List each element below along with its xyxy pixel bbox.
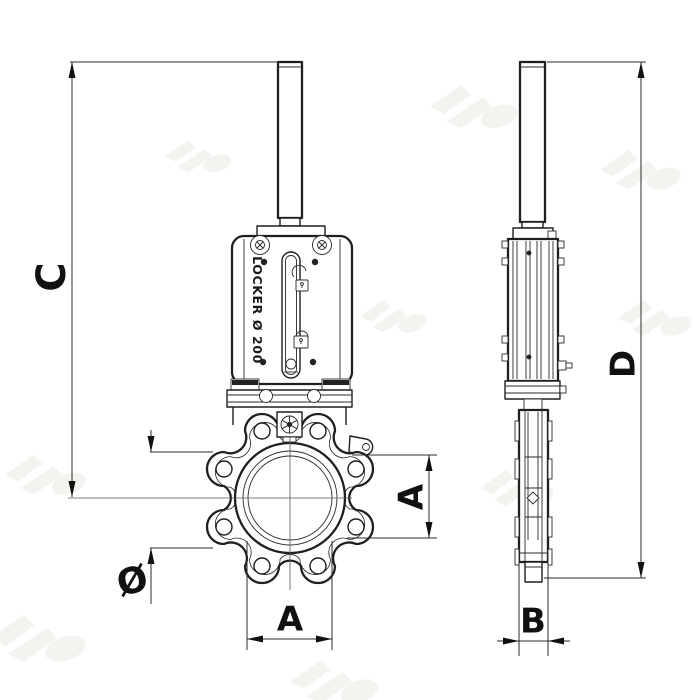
- side-neck: [523, 398, 543, 411]
- side-bolts: [501, 240, 565, 362]
- side-body: [514, 408, 553, 566]
- flange-bolt-holes: [215, 422, 365, 575]
- bonnet-marking-text: LOCKER Ø 200: [250, 256, 265, 364]
- dimension-bolt-hole-diameter: Ø: [113, 430, 213, 605]
- front-stem: [276, 60, 304, 227]
- dimension-a-vertical-label: A: [392, 483, 432, 510]
- side-bonnet: [501, 237, 573, 383]
- gate-indicator-diamond: [526, 491, 540, 505]
- gland-bolt: [307, 389, 321, 403]
- bonnet-hole: [260, 258, 268, 266]
- side-bottom-stub: [524, 561, 543, 583]
- bonnet-hole: [309, 358, 317, 366]
- dimension-b-label: B: [520, 602, 546, 642]
- diameter-symbol-label: Ø: [113, 558, 153, 606]
- side-fitting: [557, 360, 573, 371]
- handwheel-emblem: [276, 411, 303, 443]
- dimension-a-vertical: A: [347, 454, 437, 539]
- valve-neck: [232, 407, 347, 425]
- front-bonnet: LOCKER Ø 200: [230, 234, 354, 386]
- front-view: LOCKER Ø 200: [68, 60, 375, 590]
- unlock-icon: [291, 264, 309, 292]
- dimension-c-label: C: [29, 262, 75, 291]
- bonnet-bolt-right: [312, 235, 332, 255]
- bonnet-hole: [259, 358, 267, 366]
- gland-bolt: [259, 389, 273, 403]
- gland-plate: [226, 389, 353, 408]
- side-gland-plate: [504, 380, 567, 400]
- lock-icon: [293, 330, 309, 349]
- bonnet-hole: [311, 258, 319, 266]
- side-view: [501, 60, 573, 583]
- dimension-d-label: D: [604, 350, 644, 378]
- dimension-d: D: [544, 61, 646, 579]
- dimension-a-width-label: A: [277, 600, 304, 640]
- bonnet-bolt-left: [250, 235, 270, 255]
- side-top-plate: [512, 227, 557, 240]
- position-indicator-slot: [281, 251, 301, 379]
- side-stem: [518, 60, 547, 229]
- dimension-c: C: [29, 61, 277, 497]
- dimension-a-width: A: [246, 541, 333, 650]
- dimension-b: B: [497, 562, 570, 656]
